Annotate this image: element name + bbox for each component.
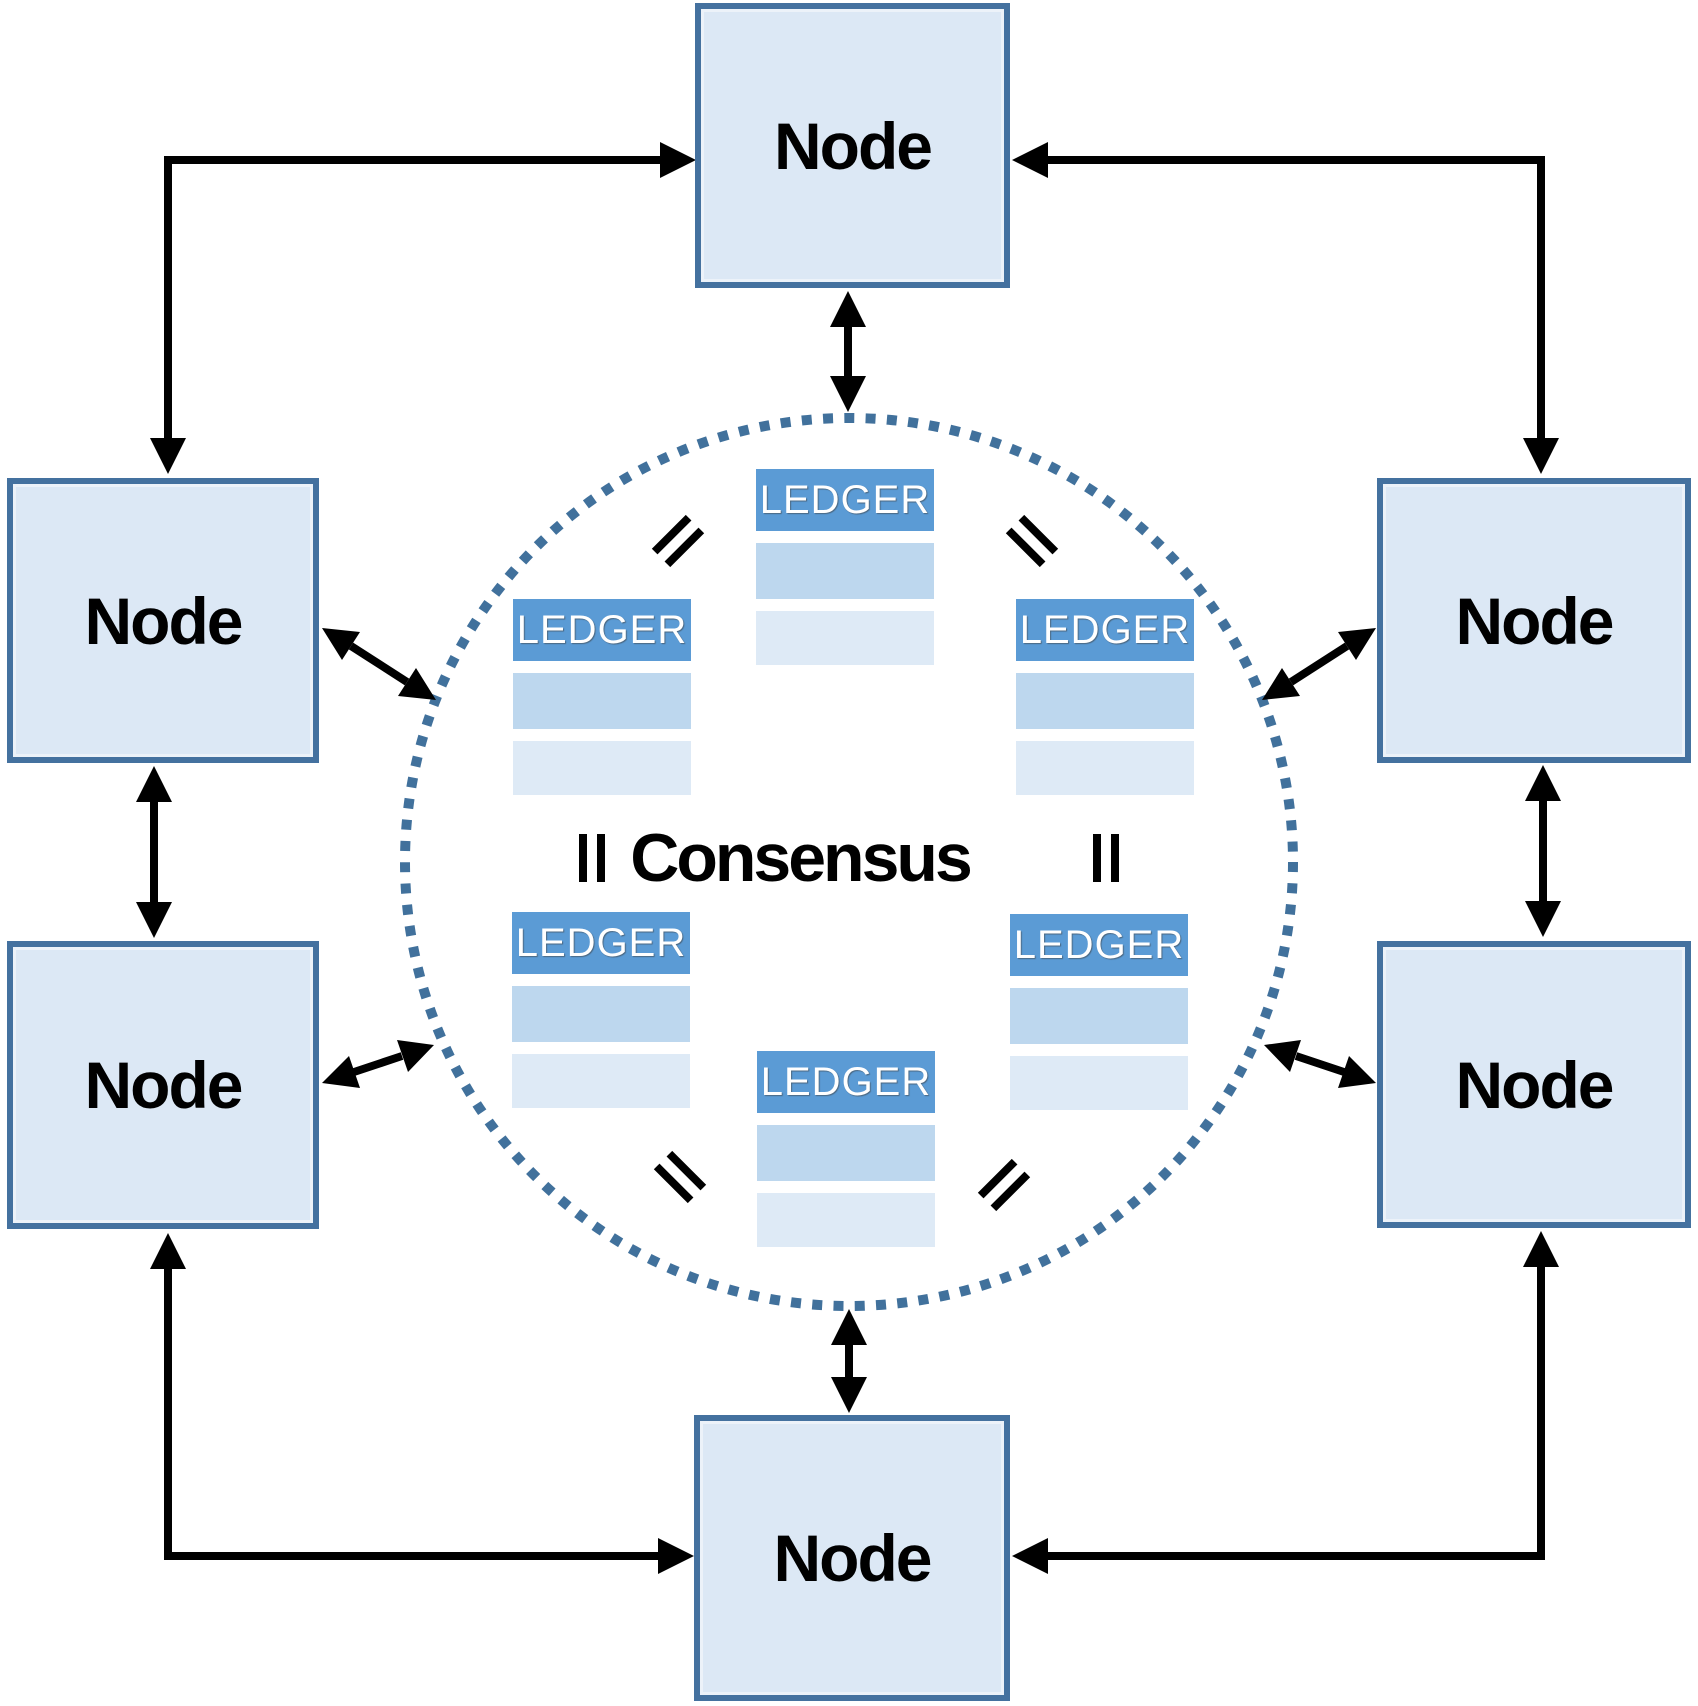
ledger-block-top: LEDGER xyxy=(756,469,934,665)
node-box-top: Node xyxy=(695,3,1010,288)
node-label: Node xyxy=(1455,1047,1615,1122)
arrow-bottomleft-corner xyxy=(150,1233,694,1574)
node-label: Node xyxy=(774,108,933,183)
ledger-header: LEDGER xyxy=(512,912,690,974)
consensus-label: Consensus xyxy=(630,820,973,896)
arrow-rightupper-circle xyxy=(1262,628,1376,700)
node-box-left-lower: Node xyxy=(7,941,319,1229)
node-box-left-upper: Node xyxy=(7,478,319,763)
ledger-row xyxy=(513,673,691,729)
arrow-left-nodes xyxy=(136,766,172,938)
node-box-right-upper: Node xyxy=(1377,478,1691,763)
consensus-dotted-circle xyxy=(400,413,1298,1311)
arrow-bottom-node-circle xyxy=(831,1309,867,1413)
node-label: Node xyxy=(773,1521,933,1595)
node-box-right-lower: Node xyxy=(1377,941,1691,1228)
arrow-rightlower-circle xyxy=(1264,1040,1376,1088)
ledger-header: LEDGER xyxy=(757,1051,935,1113)
ledger-block-bottom: LEDGER xyxy=(757,1051,935,1247)
ledger-row xyxy=(512,1054,690,1108)
ledger-header: LEDGER xyxy=(1010,914,1188,976)
ledger-block-left-lower: LEDGER xyxy=(512,912,690,1108)
equals-sign-mid-right xyxy=(1093,834,1119,882)
ledger-row xyxy=(757,1125,935,1181)
ledger-row xyxy=(1016,673,1194,729)
ledger-row xyxy=(757,1193,935,1247)
ledger-row xyxy=(1016,741,1194,795)
ledger-row xyxy=(513,741,691,795)
arrow-topright-corner xyxy=(1012,142,1559,474)
ledger-row xyxy=(756,543,934,599)
node-label: Node xyxy=(84,1048,244,1122)
node-label: Node xyxy=(84,583,244,658)
arrow-bottomright-corner xyxy=(1012,1231,1559,1574)
node-box-bottom: Node xyxy=(694,1415,1010,1701)
ledger-row xyxy=(756,611,934,665)
ledger-header: LEDGER xyxy=(756,469,934,531)
ledger-row xyxy=(1010,1056,1188,1110)
ledger-block-right-lower: LEDGER xyxy=(1010,914,1188,1110)
equals-sign-mid-left xyxy=(579,834,605,882)
node-label: Node xyxy=(1455,583,1615,658)
ledger-block-left-upper: LEDGER xyxy=(513,599,691,795)
ledger-block-right-upper: LEDGER xyxy=(1016,599,1194,795)
ledger-row xyxy=(1010,988,1188,1044)
arrow-right-nodes xyxy=(1525,765,1561,937)
ledger-header: LEDGER xyxy=(1016,599,1194,661)
ledger-row xyxy=(512,986,690,1042)
arrow-topleft-corner xyxy=(150,142,696,474)
arrow-top-node-circle xyxy=(830,291,866,412)
ledger-header: LEDGER xyxy=(513,599,691,661)
arrow-leftupper-circle xyxy=(322,628,436,700)
arrow-leftlower-circle xyxy=(322,1040,434,1088)
